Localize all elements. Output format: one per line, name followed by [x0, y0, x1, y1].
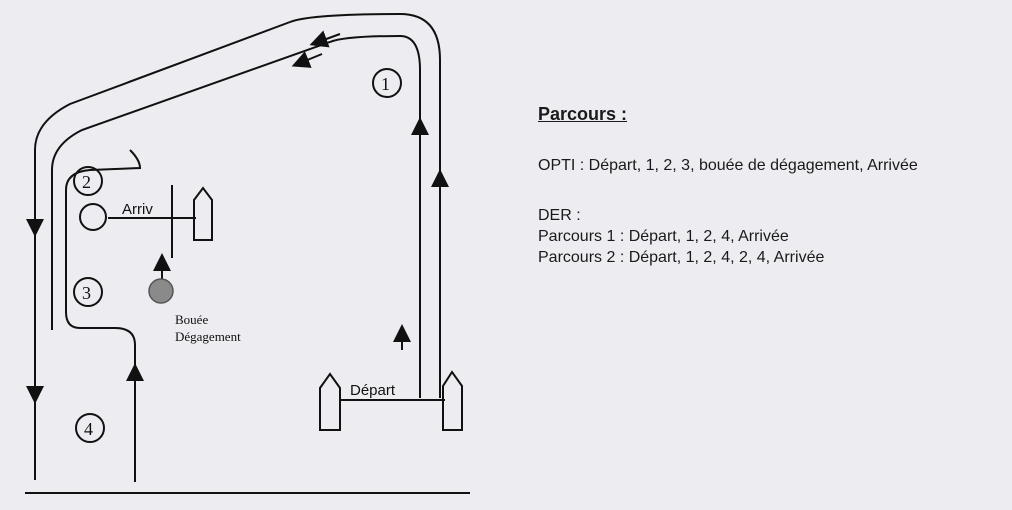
der-course-2: Parcours 2 : Départ, 1, 2, 4, 2, 4, Arri…: [538, 249, 825, 266]
mark-1-label: 1: [381, 74, 390, 94]
mark-3-label: 3: [82, 283, 91, 303]
course-line-inner: [51, 34, 421, 398]
start-boat-left-icon: [319, 372, 341, 431]
clearance-buoy-label-1: Bouée: [175, 312, 208, 327]
course-legend: Parcours : OPTI : Départ, 1, 2, 3, bouée…: [538, 104, 918, 268]
legend-title: Parcours :: [538, 104, 628, 124]
mark-4-icon: [75, 413, 105, 443]
finish-label: Arriv: [122, 201, 153, 218]
mark-3-icon: [73, 277, 103, 307]
clearance-buoy-icon: [148, 278, 174, 304]
mark-4-label: 4: [84, 419, 93, 439]
mark-2-icon: [73, 166, 103, 196]
finish-boat-icon: [193, 186, 213, 241]
der-heading: DER :: [538, 207, 581, 224]
course-line-outer: [34, 12, 441, 480]
start-label: Départ: [350, 382, 396, 399]
mark-2-label: 2: [82, 172, 91, 192]
start-boat-right-icon: [442, 370, 463, 431]
clearance-buoy-label-2: Dégagement: [175, 329, 241, 344]
der-course-1: Parcours 1 : Départ, 1, 2, 4, Arrivée: [538, 228, 789, 245]
finish-buoy-icon: [79, 203, 107, 231]
mark-1-icon: [372, 68, 402, 98]
opti-course: OPTI : Départ, 1, 2, 3, bouée de dégagem…: [538, 157, 918, 174]
course-line-mark4: [65, 149, 142, 482]
